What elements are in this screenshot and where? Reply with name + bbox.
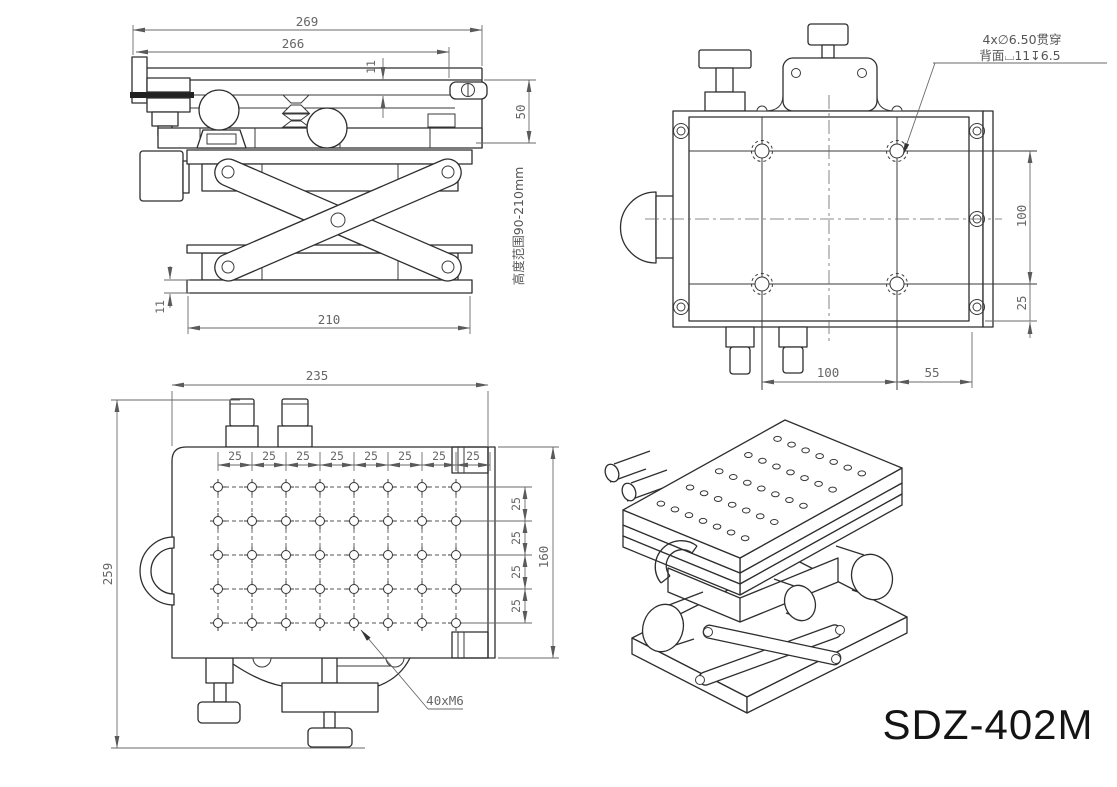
dim-plate-height: 160	[536, 546, 551, 569]
bottom-view: 100 25 100 55 4x∅6.50贯穿 背面⌴11↧6.5	[619, 23, 1107, 390]
counterbore-holes	[751, 140, 908, 295]
bottom-view-dimensions: 100 25 100 55 4x∅6.50贯穿 背面⌴11↧6.5	[761, 32, 1107, 388]
corner-holes	[673, 123, 985, 315]
pitch-label: 25	[509, 565, 523, 579]
scissor-mechanism	[139, 149, 473, 294]
pitch-label: 25	[509, 497, 523, 511]
iso-handle	[654, 540, 698, 584]
isometric-view	[604, 419, 908, 714]
dim-edge-offset-v: 25	[1014, 295, 1029, 310]
knob-cap	[729, 346, 751, 375]
knob-cap	[807, 23, 849, 46]
pitch-label: 25	[398, 449, 412, 463]
dim-width: 235	[306, 368, 329, 383]
m6-hole-grid	[210, 479, 464, 631]
pitch-label: 25	[509, 531, 523, 545]
dim-base-thickness: 11	[153, 300, 167, 314]
iso-knob	[850, 553, 894, 601]
hole-note-line1: 4x∅6.50贯穿	[982, 32, 1061, 47]
iso-knob	[783, 584, 817, 622]
side-knob	[619, 191, 657, 264]
side-view: 269 266 11 50 高度范围90-210mm 11	[130, 14, 536, 334]
dim-hole-spacing-h: 100	[817, 365, 840, 380]
mount-plate	[782, 57, 878, 112]
pitch-label: 25	[364, 449, 378, 463]
carry-handle	[139, 536, 175, 606]
pitch-dimension-ticks	[217, 452, 532, 624]
iso-knob	[621, 482, 637, 502]
knob-cap	[307, 727, 353, 748]
side-view-dimensions: 269 266 11 50 高度范围90-210mm 11	[132, 14, 536, 334]
pitch-label: 25	[330, 449, 344, 463]
dim-upper-height: 50	[513, 104, 528, 119]
thread-note-leader	[360, 629, 429, 710]
adjust-knob-side	[198, 89, 240, 131]
dim-top-gap: 11	[364, 60, 378, 74]
hole-note-leader	[902, 62, 936, 156]
knob-cap	[229, 398, 255, 427]
pitch-label: 25	[466, 449, 480, 463]
dim-height: 259	[100, 563, 115, 586]
top-view: 235 259 160 25 25 25 25 25 25 25 25 25 2…	[100, 368, 559, 749]
pitch-label: 25	[262, 449, 276, 463]
knob-cap	[782, 346, 804, 374]
thread-note: 40xM6	[426, 693, 464, 708]
knob-cap	[698, 49, 752, 69]
dim-base-length: 210	[318, 312, 341, 327]
pitch-label: 25	[432, 449, 446, 463]
pitch-label: 25	[228, 449, 242, 463]
knob-cap	[281, 398, 309, 427]
top-view-dimensions: 235 259 160 25 25 25 25 25 25 25 25 25 2…	[100, 368, 559, 749]
knob-cap	[197, 701, 241, 724]
iso-knob	[641, 603, 685, 653]
pitch-label: 25	[296, 449, 310, 463]
hole-note-line2: 背面⌴11↧6.5	[979, 48, 1060, 63]
lift-knob-side	[139, 150, 184, 202]
height-range-note: 高度范围90-210mm	[511, 167, 526, 286]
dim-plate-width: 266	[282, 36, 305, 51]
dim-edge-offset-h: 55	[924, 365, 939, 380]
dim-hole-spacing-v: 100	[1014, 205, 1029, 228]
adjust-knob-side	[306, 107, 348, 149]
iso-hole-grid	[656, 435, 867, 542]
iso-knob	[604, 463, 620, 483]
model-number-label: SDZ-402M	[882, 701, 1093, 748]
dim-overall-width: 269	[296, 14, 319, 29]
pitch-label: 25	[509, 599, 523, 613]
